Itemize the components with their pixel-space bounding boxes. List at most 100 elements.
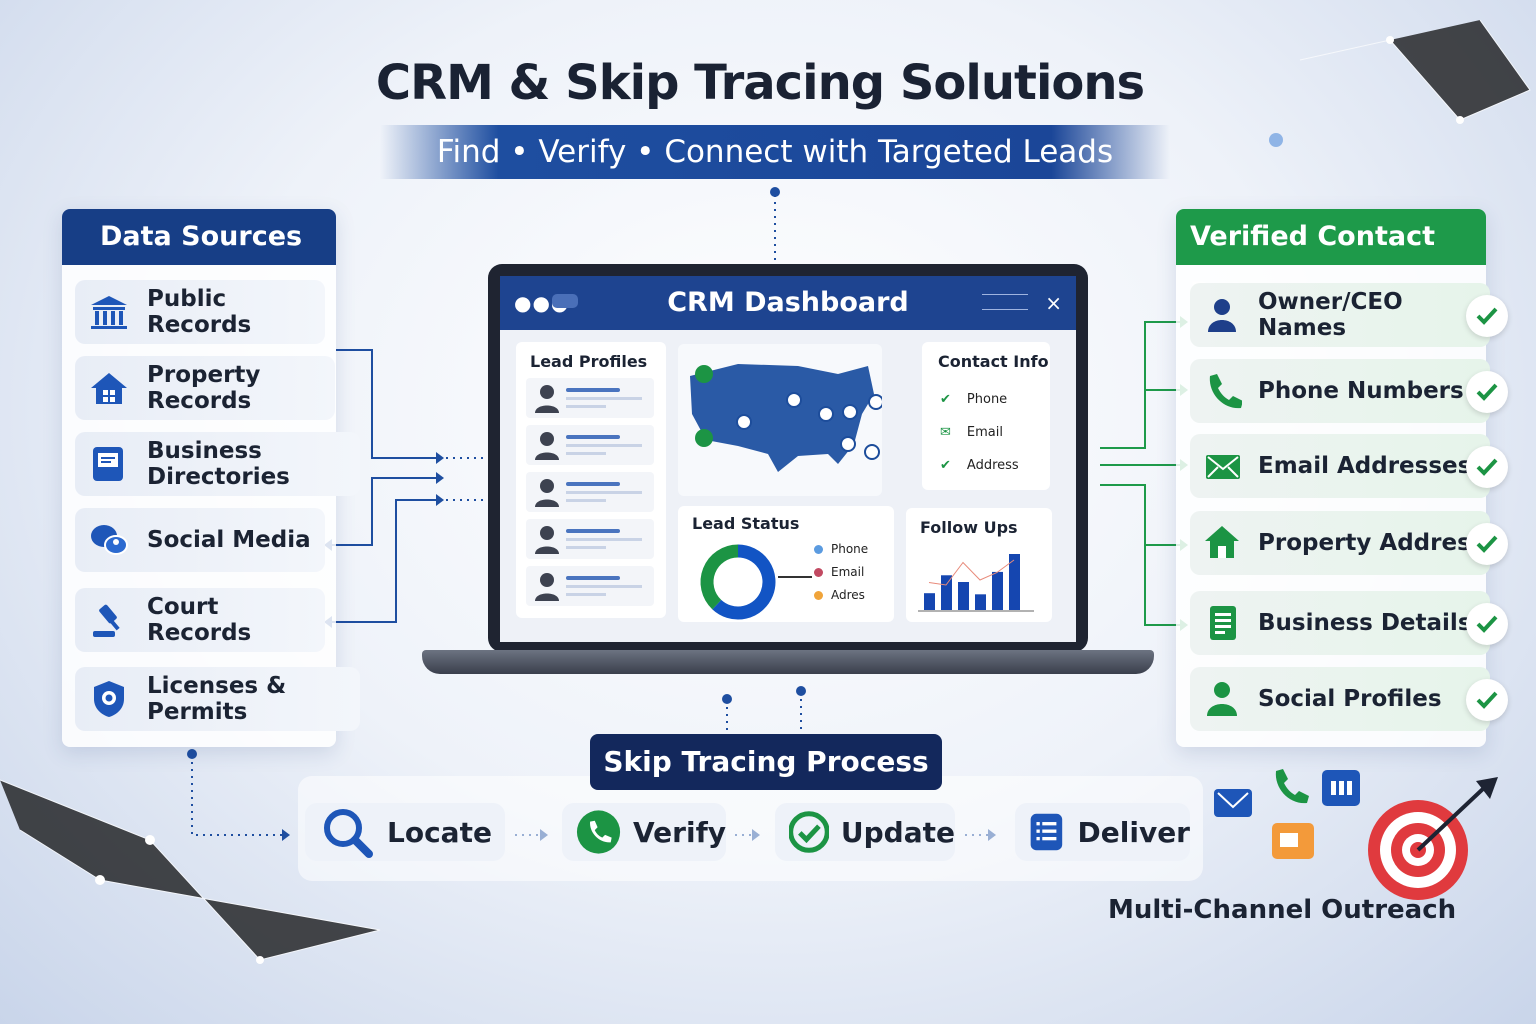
- close-icon[interactable]: ×: [1045, 291, 1062, 315]
- user-icon: [1207, 682, 1237, 716]
- video-chat-icon: [1272, 823, 1314, 859]
- contact-phone: ✔ Phone: [940, 392, 1007, 407]
- lead-profile-row[interactable]: [526, 519, 654, 559]
- chat-bubbles-icon: [91, 525, 128, 555]
- legend-dot: [814, 590, 823, 600]
- verified-panel: Verified Contact Data Owner/CEO Names Ph…: [1176, 209, 1508, 747]
- step-label: Verify: [633, 815, 726, 849]
- contact-label: Phone: [966, 392, 1008, 407]
- source-court-records[interactable]: Court Records: [75, 588, 325, 652]
- magnifier-icon: [324, 809, 373, 858]
- source-label: Property Records: [147, 362, 261, 414]
- verified-item-social-profiles[interactable]: Social Profiles: [1190, 667, 1508, 731]
- legend-dot: [814, 567, 823, 577]
- house-icon: [91, 373, 127, 404]
- donut-segment: [712, 544, 776, 620]
- verified-item-email-addresses[interactable]: Email Addresses: [1190, 434, 1508, 498]
- source-public-records[interactable]: Public Records: [75, 280, 325, 344]
- document-icon: [1210, 606, 1236, 640]
- check-icon: [1466, 603, 1508, 645]
- menu-icon[interactable]: [982, 294, 1028, 310]
- page-title: CRM & Skip Tracing Solutions: [375, 55, 1145, 111]
- shield-badge-icon: [94, 681, 124, 717]
- contact-email: ✉ Email: [940, 425, 1003, 440]
- verified-item-business-details[interactable]: Business Details: [1190, 591, 1508, 655]
- follow-up-bar: [975, 594, 986, 610]
- person-icon: [535, 573, 559, 601]
- check-icon: ✔: [940, 392, 951, 407]
- legend-item: Email: [814, 565, 864, 579]
- lead-profile-row[interactable]: [526, 472, 654, 512]
- legend-dot: [814, 544, 823, 554]
- laptop: ●●● CRM Dashboard × Lead Profiles Conta: [488, 264, 1088, 652]
- contact-label: Email: [966, 425, 1003, 440]
- step-verify[interactable]: Verify: [562, 803, 726, 861]
- follow-up-bar: [941, 575, 952, 610]
- check-icon: [1466, 679, 1508, 721]
- verified-heading: Verified Contact Data: [1176, 209, 1486, 308]
- gavel-icon: [93, 604, 120, 637]
- outreach-label: Multi-Channel Outreach: [1108, 895, 1457, 925]
- step-label: Locate: [387, 815, 492, 849]
- check-icon: [1466, 295, 1508, 337]
- verified-item-property-address[interactable]: Property Address: [1190, 511, 1508, 575]
- donut-segment: [700, 544, 739, 610]
- lead-status-donut: [700, 544, 776, 620]
- lead-status-title: Lead Status: [692, 514, 800, 533]
- check-icon: ✔: [940, 458, 951, 473]
- source-social-media[interactable]: Social Media: [75, 508, 325, 572]
- dashboard-title: CRM Dashboard: [667, 287, 909, 318]
- step-locate[interactable]: Locate: [305, 803, 505, 861]
- person-icon: [535, 385, 559, 413]
- follow-up-trend-line: [928, 559, 1015, 586]
- verified-item-phone-numbers[interactable]: Phone Numbers: [1190, 359, 1508, 423]
- directory-icon: [93, 447, 123, 481]
- source-label: Social Media: [147, 527, 311, 553]
- phone-icon: [1209, 374, 1242, 409]
- envelope-icon: ✉: [940, 425, 951, 440]
- verified-label: Business Details: [1258, 610, 1472, 636]
- source-label: Licenses & Permits: [147, 673, 287, 725]
- dashboard-header: ●●● CRM Dashboard ×: [500, 276, 1076, 330]
- follow-up-bar: [924, 593, 935, 610]
- lead-profile-row[interactable]: [526, 378, 654, 418]
- person-icon: [535, 526, 559, 554]
- step-update[interactable]: Update: [775, 803, 955, 861]
- chat-bars-icon: [1322, 770, 1360, 806]
- source-property-records[interactable]: Property Records: [75, 356, 335, 420]
- person-icon: [535, 479, 559, 507]
- target-icon: [1368, 777, 1498, 900]
- lead-profiles-title: Lead Profiles: [530, 352, 648, 371]
- contact-label: Address: [966, 458, 1019, 473]
- verified-item-owner-ceo-names[interactable]: Owner/CEO Names: [1190, 283, 1508, 347]
- data-sources-heading: Data Sources: [62, 209, 336, 265]
- follow-ups-card: Follow Ups: [906, 508, 1052, 622]
- follow-up-bar: [992, 571, 1003, 610]
- step-label: Update: [840, 815, 955, 849]
- legend-label: Email: [831, 565, 865, 579]
- home-icon: [1205, 526, 1239, 558]
- step-deliver[interactable]: Deliver: [1015, 803, 1190, 861]
- laptop-base: [422, 650, 1154, 674]
- phone-icon: [576, 810, 621, 854]
- refresh-check-icon: [789, 811, 829, 853]
- lead-profile-row[interactable]: [526, 566, 654, 606]
- source-licenses-permits[interactable]: Licenses & Permits: [75, 667, 360, 731]
- check-icon: [1466, 523, 1508, 565]
- check-icon: [1466, 371, 1508, 413]
- subtitle-banner: Find • Verify • Connect with Targeted Le…: [380, 125, 1170, 179]
- source-label: Public Records: [147, 286, 252, 338]
- step-label: Deliver: [1077, 815, 1190, 849]
- process-heading: Skip Tracing Process: [590, 734, 942, 790]
- follow-ups-title: Follow Ups: [920, 518, 1018, 537]
- verified-label: Owner/CEO Names: [1258, 289, 1403, 341]
- list-icon: [1030, 813, 1063, 851]
- legend-leader-line: [778, 576, 812, 578]
- person-icon: [535, 432, 559, 460]
- phone-call-icon: [1275, 769, 1309, 804]
- verified-label: Property Address: [1258, 530, 1485, 556]
- lead-profile-row[interactable]: [526, 425, 654, 465]
- source-business-directories[interactable]: Business Directories: [75, 432, 360, 496]
